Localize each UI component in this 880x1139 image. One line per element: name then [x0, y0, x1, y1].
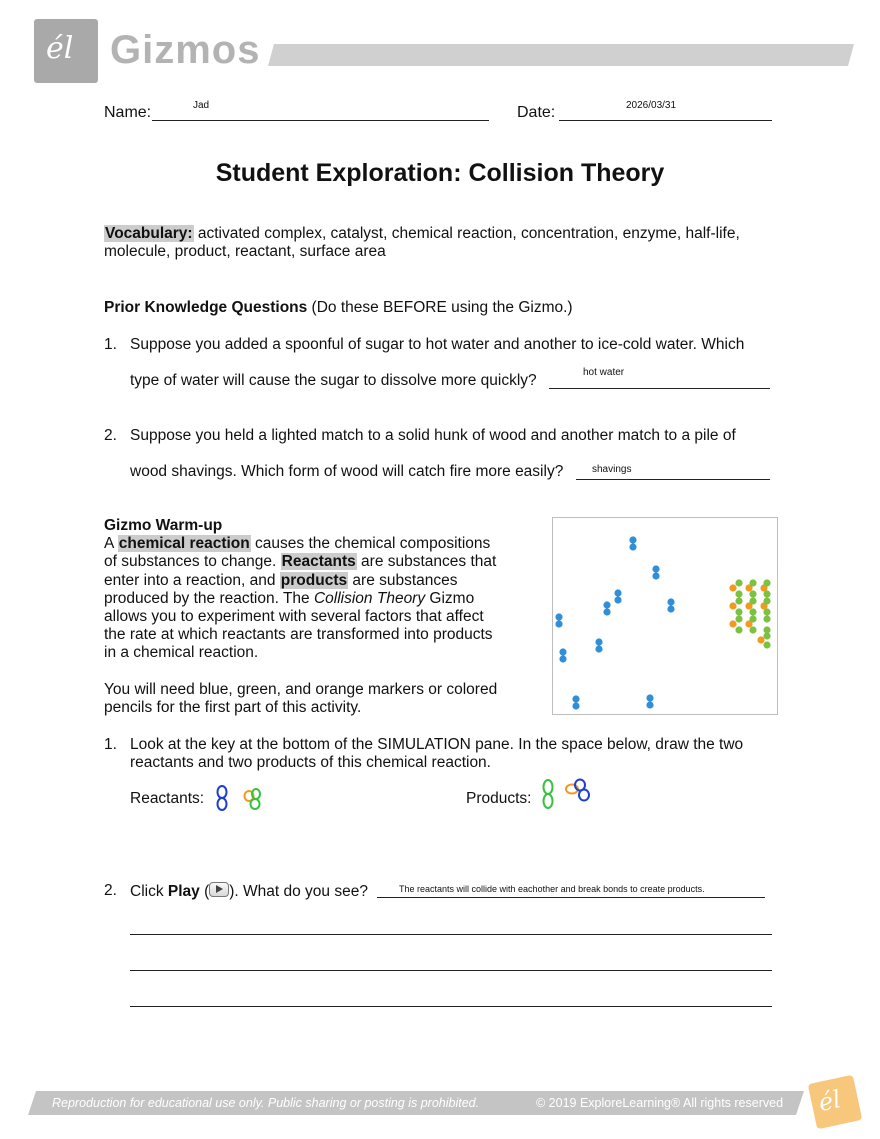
prior-heading-note: (Do these BEFORE using the Gizmo.)	[307, 299, 573, 316]
prior-q2-answer: shavings	[592, 464, 632, 475]
warmup-q2-text-a: Click	[130, 883, 168, 900]
warmup-p2-line2: pencils for the first part of this activ…	[104, 699, 362, 717]
name-label: Name:	[104, 104, 152, 121]
vocabulary-line1: activated complex, catalyst, chemical re…	[193, 225, 740, 242]
prior-q2-answer-field[interactable]	[576, 479, 770, 480]
answer-line-3[interactable]	[130, 1006, 772, 1007]
vocabulary-label: Vocabulary:	[104, 225, 194, 242]
gizmo-name: Collision Theory	[313, 589, 426, 607]
term-products: products	[279, 571, 349, 589]
reactants-drawing	[216, 785, 261, 811]
footer-logo-glyph: él	[816, 1085, 844, 1118]
footer-logo: él	[807, 1074, 863, 1130]
date-value: 2026/03/31	[626, 100, 677, 111]
vocabulary-line2: molecule, product, reactant, surface are…	[104, 243, 386, 261]
warmup-heading: Gizmo Warm-up	[104, 517, 223, 534]
answer-line-1[interactable]	[130, 934, 772, 935]
prior-q2-line2: wood shavings. Which form of wood will c…	[130, 463, 564, 480]
products-label: Products:	[466, 790, 532, 807]
play-word: Play	[167, 883, 200, 900]
prior-q2-line1: Suppose you held a lighted match to a so…	[130, 427, 736, 444]
warmup-q1-text: Look at the key at the bottom of the SIM…	[130, 736, 810, 772]
play-button-icon	[209, 882, 230, 897]
warmup-text: in a chemical reaction.	[104, 644, 259, 662]
date-label: Date:	[517, 104, 556, 121]
product-molecules	[729, 579, 771, 649]
prior-heading: Prior Knowledge Questions	[104, 299, 308, 316]
blue-molecules	[555, 536, 675, 710]
warmup-q2-answer: The reactants will collide with eachothe…	[399, 884, 705, 894]
term-chemical-reaction: chemical reaction	[117, 535, 251, 553]
simulation-molecules	[555, 536, 771, 710]
prior-q2-number: 2.	[104, 427, 117, 444]
warmup-q2-number: 2.	[104, 882, 117, 899]
page-title: Student Exploration: Collision Theory	[215, 159, 665, 187]
warmup-text: are substances that	[356, 553, 497, 571]
prior-q1-answer: hot water	[583, 367, 625, 378]
products-drawing	[542, 778, 590, 809]
warmup-q2-text: Click Play ( ). What do you see?	[130, 882, 368, 901]
name-field[interactable]	[152, 120, 489, 121]
term-reactants: Reactants	[280, 553, 357, 571]
warmup-text: Gizmo	[425, 589, 475, 607]
warmup-text: the rate at which reactants are transfor…	[104, 626, 493, 644]
date-field[interactable]	[559, 120, 772, 121]
warmup-q1-line2: reactants and two products of this chemi…	[130, 754, 491, 772]
answer-line-2[interactable]	[130, 970, 772, 971]
footer-copyright: © 2019 ExploreLearning® All rights reser…	[536, 1096, 784, 1110]
name-value: Jad	[193, 100, 210, 111]
warmup-text: enter into a reaction, and	[104, 571, 280, 589]
prior-q1-line1: Suppose you added a spoonful of sugar to…	[130, 336, 745, 353]
footer-notice: Reproduction for educational use only. P…	[52, 1096, 480, 1110]
warmup-q2-text-b: (	[199, 883, 210, 900]
footer-bar	[28, 1091, 804, 1115]
simulation-image	[552, 517, 778, 715]
warmup-q2-answer-field[interactable]	[377, 897, 765, 898]
warmup-text: A	[104, 535, 118, 553]
prior-heading-row: Prior Knowledge Questions (Do these BEFO…	[104, 299, 573, 317]
warmup-text: causes the chemical compositions	[250, 535, 491, 553]
warmup-q1-number: 1.	[104, 736, 117, 753]
header-bar	[268, 44, 854, 66]
explorelearning-logo: él	[34, 19, 98, 83]
logo-glyph: él	[46, 31, 74, 66]
vocabulary: Vocabulary: activated complex, catalyst,…	[104, 225, 804, 261]
prior-q1-answer-field[interactable]	[549, 388, 770, 389]
warmup-q2-text-c: ). What do you see?	[229, 883, 368, 900]
warmup-text: of substances to change.	[104, 553, 281, 571]
warmup-p2-line1: You will need blue, green, and orange ma…	[104, 680, 498, 698]
warmup-text: allows you to experiment with several fa…	[104, 608, 484, 626]
warmup-section: Gizmo Warm-up A chemical reaction causes…	[104, 517, 524, 717]
prior-q1-line2: type of water will cause the sugar to di…	[130, 372, 537, 389]
warmup-text: produced by the reaction. The	[104, 589, 314, 607]
reactants-label: Reactants:	[130, 790, 205, 807]
warmup-text: are substances	[348, 571, 458, 589]
prior-q1-number: 1.	[104, 336, 117, 353]
gizmos-brand: Gizmos	[110, 28, 261, 72]
warmup-q1-line1: Look at the key at the bottom of the SIM…	[130, 736, 744, 753]
